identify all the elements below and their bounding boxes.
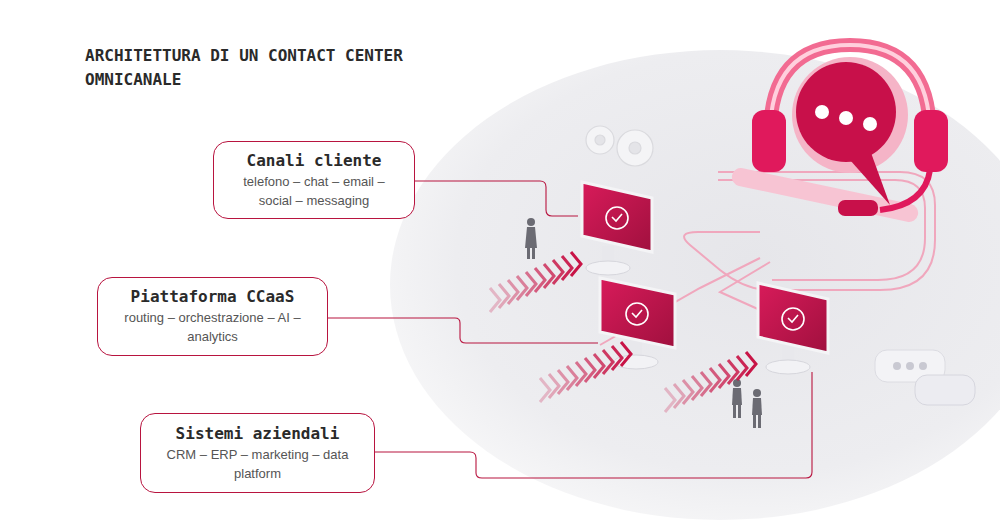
category-box: Canali clientetelefono – chat – email – …: [213, 141, 415, 219]
chevron: [540, 378, 550, 402]
chevron: [612, 346, 622, 370]
box-body: routing – orchestrazione – AI – analytic…: [110, 308, 315, 346]
box-heading: Piattaforma CCaaS: [110, 286, 315, 308]
chevron: [692, 376, 702, 400]
monitor: [582, 182, 652, 275]
chevron: [621, 342, 631, 366]
chevron: [603, 350, 613, 374]
chevron: [558, 370, 568, 394]
headset-icon: [752, 45, 948, 216]
chevron: [576, 362, 586, 386]
category-box: Sistemi aziendaliCRM – ERP – marketing –…: [140, 413, 375, 493]
monitor: [600, 278, 675, 369]
chevron: [499, 284, 509, 308]
category-box: Piattaforma CCaaSrouting – orchestrazion…: [97, 277, 328, 356]
diagram-title: ARCHITETTURA DI UN CONTACT CENTER OMNICA…: [85, 44, 425, 92]
leader-lines: [326, 181, 812, 478]
gears: [586, 126, 653, 166]
chevron: [535, 268, 545, 292]
chevron: [585, 358, 595, 382]
chevron: [746, 352, 756, 376]
chevron-stripes: [490, 252, 756, 412]
chevron: [594, 354, 604, 378]
chevron: [719, 364, 729, 388]
people: [525, 218, 762, 428]
box-heading: Sistemi aziendali: [153, 423, 362, 445]
chat-bubbles: [875, 350, 975, 405]
chevron: [562, 256, 572, 280]
chevron: [701, 372, 711, 396]
box-body: CRM – ERP – marketing – data platform: [153, 445, 362, 483]
chevron: [490, 288, 500, 312]
chevron: [544, 264, 554, 288]
chevron: [683, 380, 693, 404]
chevron: [517, 276, 527, 300]
box-heading: Canali cliente: [226, 150, 402, 172]
chevron: [526, 272, 536, 296]
monitor: [758, 283, 828, 374]
chevron: [508, 280, 518, 304]
chevron: [549, 374, 559, 398]
chevron: [710, 368, 720, 392]
chevron: [665, 388, 675, 412]
chevron: [571, 252, 581, 276]
chevron: [674, 384, 684, 408]
box-body: telefono – chat – email – social – messa…: [226, 172, 402, 210]
chevron: [737, 356, 747, 380]
chevron: [553, 260, 563, 284]
bar: [730, 166, 920, 223]
chevron: [728, 360, 738, 384]
ground-ellipse: [390, 50, 1000, 520]
chevron: [567, 366, 577, 390]
